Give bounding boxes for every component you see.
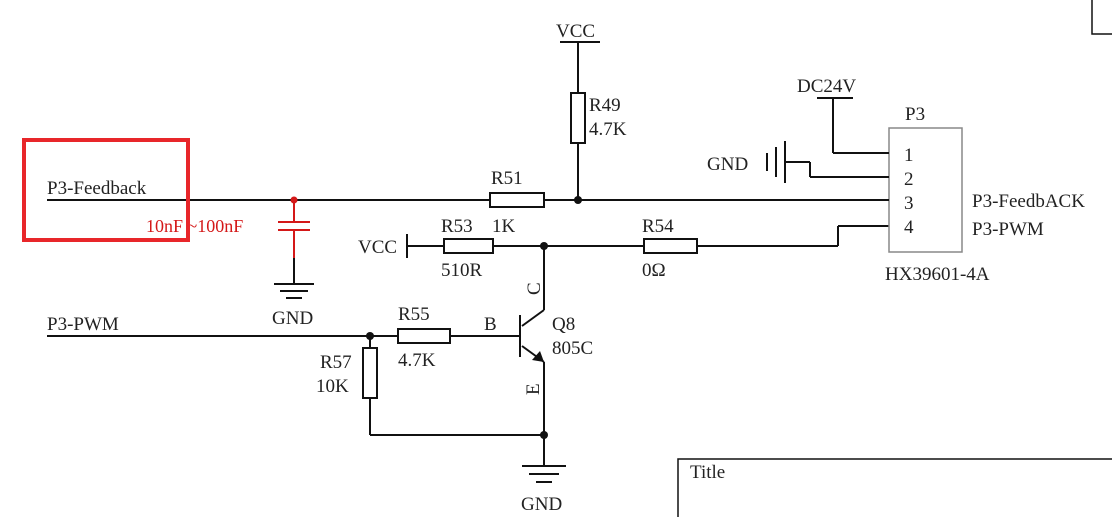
q8-value: 805C — [552, 338, 593, 359]
connector-pin-1: 1 — [904, 145, 914, 166]
gnd-cap-label: GND — [272, 308, 313, 329]
resistor-r57 — [362, 347, 378, 399]
r49-value: 4.7K — [589, 119, 627, 140]
port-pwm-label: P3-PWM — [47, 314, 119, 335]
resistor-r54 — [643, 238, 698, 254]
q8-emitter-arrow — [532, 351, 544, 362]
r57-ref: R57 — [320, 352, 352, 373]
vcc-left-label: VCC — [358, 237, 397, 258]
gnd-connector-label: GND — [707, 154, 748, 175]
r57-value: 10K — [316, 376, 349, 397]
q8-pin-b: B — [484, 314, 497, 335]
r51-ref: R51 — [491, 168, 523, 189]
q8-collector-leg — [521, 309, 545, 327]
r54-value: 0Ω — [642, 260, 666, 281]
gnd-bottom-label: GND — [521, 494, 562, 515]
resistor-r49 — [570, 92, 586, 144]
sheet-corner — [1091, 0, 1112, 35]
resistor-r51 — [489, 192, 545, 208]
resistor-r55 — [397, 328, 451, 344]
junction-cap — [290, 196, 298, 204]
resistor-r53 — [443, 238, 494, 254]
q8-pin-c: C — [524, 282, 545, 295]
r53-ref: R53 — [441, 216, 473, 237]
junction-r49 — [574, 196, 582, 204]
title-block-label: Title — [690, 462, 725, 483]
port-feedback-label: P3-Feedback — [47, 178, 147, 199]
r49-ref: R49 — [589, 95, 621, 116]
connector-pin-2: 2 — [904, 169, 914, 190]
connector-ref: P3 — [905, 104, 925, 125]
q8-ref: Q8 — [552, 314, 575, 335]
connector-pin-4: 4 — [904, 217, 914, 238]
r53-value: 510R — [441, 260, 483, 281]
dc24v-label: DC24V — [797, 76, 856, 97]
connector-signal-3: P3-FeedbACK — [972, 191, 1085, 212]
r55-value: 4.7K — [398, 350, 436, 371]
title-block-frame — [677, 458, 1112, 517]
connector-pin-3: 3 — [904, 193, 914, 214]
connector-part-number: HX39601-4A — [885, 264, 990, 285]
r54-ref: R54 — [642, 216, 674, 237]
connector-body — [888, 127, 963, 253]
r51-value: 1K — [492, 216, 516, 237]
connector-signal-4: P3-PWM — [972, 219, 1044, 240]
vcc-top-label: VCC — [556, 21, 595, 42]
highlight-box — [22, 138, 190, 242]
q8-pin-e: E — [523, 383, 544, 395]
r55-ref: R55 — [398, 304, 430, 325]
capacitor-value: 10nF ~100nF — [146, 216, 243, 236]
